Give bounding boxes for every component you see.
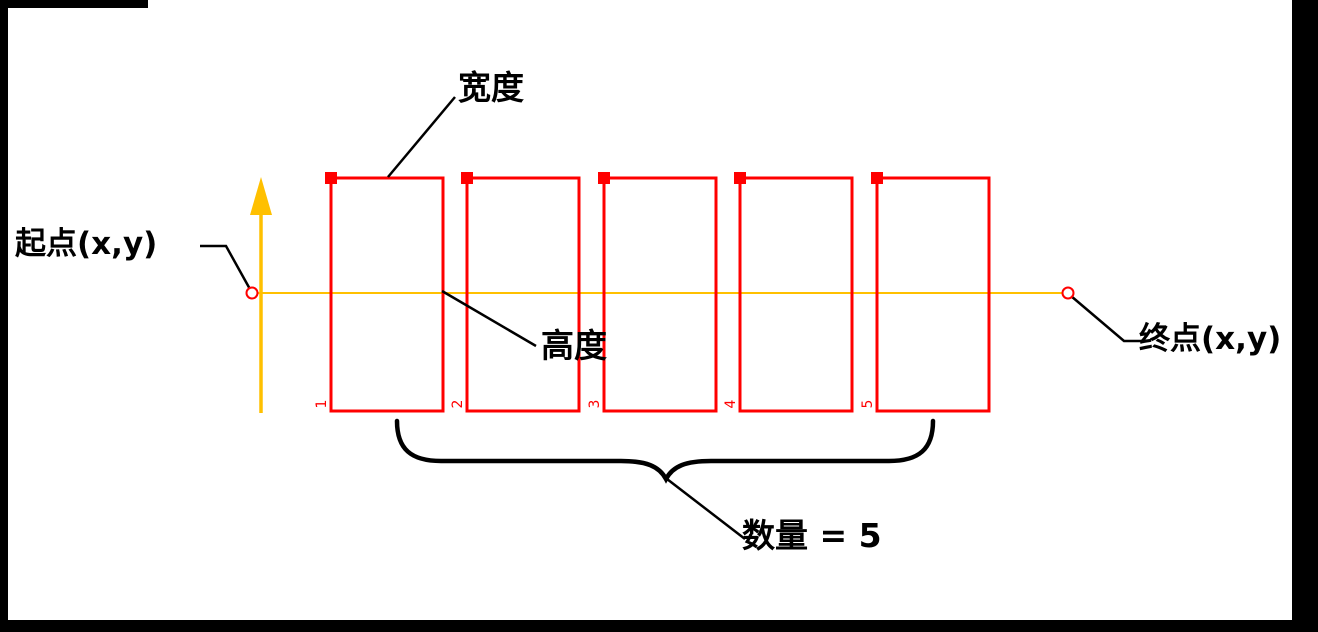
right-border-bar [1292,0,1318,632]
quantity-callout-line [666,478,746,540]
height-label: 高度 [541,326,607,365]
height-callout-line [441,289,537,348]
quantity-label: 数量 = 5 [742,516,882,555]
rect-index-2: 2 [450,399,466,409]
width-callout-line [387,96,456,178]
rect-index-3: 3 [587,399,603,409]
array-rect-3 [602,176,718,413]
start-point-callout-line [200,244,253,292]
width-label: 宽度 [458,68,524,107]
end-point-label: 终点(x,y) [1139,321,1282,357]
rect-index-4: 4 [723,399,739,409]
y-axis-arrowhead-icon [250,177,272,215]
start-point-marker [245,286,259,300]
top-left-border-bar [0,0,148,8]
corner-handle-5 [871,172,883,184]
corner-handle-3 [598,172,610,184]
count-brace [394,418,936,484]
corner-handle-2 [461,172,473,184]
corner-handle-1 [325,172,337,184]
left-border-bar [0,0,8,632]
array-rect-4 [738,176,854,413]
rect-index-5: 5 [860,399,876,409]
rect-index-1: 1 [314,399,330,409]
bottom-border-bar [0,620,1318,632]
array-rect-1 [329,176,445,413]
end-point-marker [1061,286,1075,300]
start-point-label: 起点(x,y) [15,226,158,262]
end-point-callout-line [1070,295,1141,343]
corner-handle-4 [734,172,746,184]
array-rect-5 [875,176,991,413]
array-rect-2 [465,176,581,413]
